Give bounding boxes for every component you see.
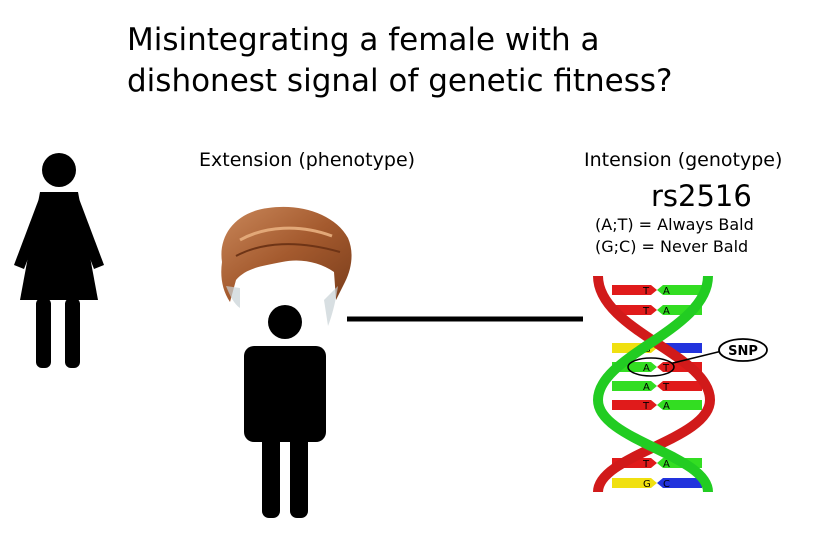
- snp-callout-label: SNP: [728, 344, 758, 359]
- dna-base-letter: A: [663, 459, 670, 470]
- dna-base-left: [612, 343, 657, 353]
- dna-base-letter: T: [662, 363, 670, 374]
- hair-icon: [221, 207, 351, 326]
- dna-base-left: [612, 305, 657, 315]
- dna-base-left: [612, 400, 657, 410]
- snp-id: rs2516: [651, 179, 752, 213]
- dna-base-right: [657, 305, 702, 315]
- dna-base-left: [612, 362, 657, 372]
- dna-base-right: [657, 343, 702, 353]
- dna-base-right: [657, 381, 702, 391]
- dna-base-letter: C: [663, 344, 670, 355]
- dna-base-right: [657, 458, 702, 468]
- dna-base-letter: T: [642, 306, 650, 317]
- page-title: Misintegrating a female with a dishonest…: [127, 20, 767, 102]
- title-line-2: dishonest signal of genetic fitness?: [127, 61, 767, 102]
- dna-base-letter: A: [643, 363, 650, 374]
- dna-strand-red: [598, 276, 710, 492]
- dna-base-left: [612, 458, 657, 468]
- dna-base-letter: A: [663, 306, 670, 317]
- dna-base-letter: G: [643, 344, 651, 355]
- dna-base-letter: G: [643, 479, 651, 490]
- title-line-1: Misintegrating a female with a: [127, 20, 767, 61]
- dna-base-letter: A: [663, 286, 670, 297]
- dna-base-letter: T: [642, 459, 650, 470]
- intension-label: Intension (genotype): [584, 148, 782, 172]
- dna-base-letter: C: [663, 479, 670, 490]
- dna-base-letter: T: [642, 286, 650, 297]
- allele-gc-description: (G;C) = Never Bald: [595, 237, 748, 257]
- dna-base-letter: T: [662, 382, 670, 393]
- extension-label: Extension (phenotype): [199, 148, 415, 172]
- dna-strand-green: [598, 276, 708, 492]
- snp-highlight-ellipse: [628, 358, 674, 376]
- dna-base-letter: T: [642, 401, 650, 412]
- snp-callout: [719, 339, 767, 361]
- dna-base-left: [612, 478, 657, 488]
- dna-base-right: [657, 400, 702, 410]
- dna-base-right: [657, 478, 702, 488]
- dna-base-left: [612, 285, 657, 295]
- dna-base-letter: A: [663, 401, 670, 412]
- dna-base-letter: A: [643, 382, 650, 393]
- dna-base-right: [657, 362, 702, 372]
- dna-base-left: [612, 381, 657, 391]
- male-figure-icon: [244, 305, 326, 518]
- allele-at-description: (A;T) = Always Bald: [595, 215, 754, 235]
- dna-base-right: [657, 285, 702, 295]
